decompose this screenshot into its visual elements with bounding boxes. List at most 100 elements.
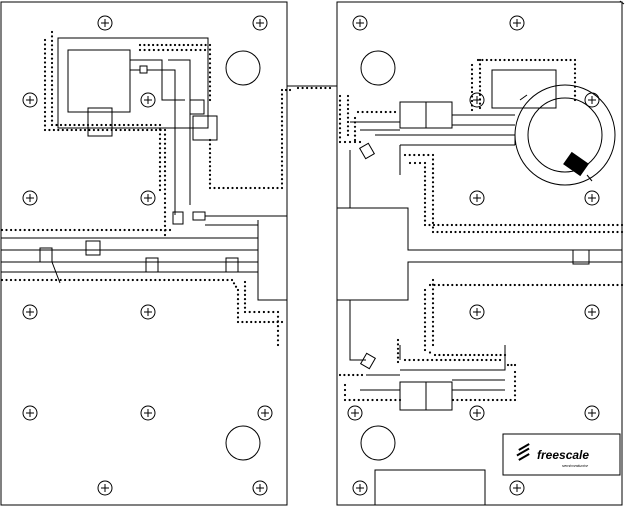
via-dot-icon: [146, 128, 149, 132]
via-dot-icon: [230, 278, 234, 282]
via-dot-icon: [276, 320, 280, 323]
via-dot-icon: [531, 223, 534, 227]
via-dot-icon: [431, 339, 435, 342]
via-dot-icon: [87, 228, 90, 232]
via-dot-icon: [91, 278, 94, 282]
via-dot-icon: [357, 398, 360, 402]
via-dot-icon: [234, 285, 238, 288]
via-dot-icon: [155, 228, 158, 232]
via-dot-icon: [119, 228, 122, 232]
via-dot-icon: [208, 66, 212, 69]
via-dot-icon: [440, 358, 443, 362]
via-dot-icon: [158, 175, 162, 178]
via-dot-icon: [105, 228, 108, 232]
via-dot-icon: [526, 230, 529, 234]
via-dot-icon: [280, 182, 284, 185]
via-dot-icon: [557, 230, 561, 234]
via-dot-icon: [371, 398, 374, 402]
via-dot-icon: [423, 210, 427, 213]
via-dot-icon: [280, 120, 284, 123]
via-dot-icon: [50, 106, 54, 109]
via-dot-icon: [441, 223, 444, 227]
via-dot-icon: [169, 43, 172, 47]
via-dot-icon: [573, 76, 577, 79]
via-dot-icon: [280, 142, 284, 145]
via-dot-icon: [97, 128, 100, 132]
via-dot-icon: [473, 353, 476, 357]
via-dot-icon: [190, 48, 193, 52]
logo-tagline-text: semiconductor: [562, 463, 589, 468]
via-dot-icon: [280, 88, 284, 92]
via-dot-icon: [208, 160, 212, 163]
via-dot-icon: [353, 121, 357, 124]
via-dot-icon: [423, 325, 427, 328]
via-dot-icon: [343, 373, 346, 377]
via-dot-icon: [96, 228, 99, 232]
via-dot-icon: [262, 310, 265, 314]
via-dot-icon: [122, 278, 125, 282]
via-dot-icon: [137, 228, 140, 232]
via-dot-icon: [602, 230, 606, 234]
via-dot-icon: [82, 123, 85, 127]
via-dot-icon: [50, 66, 54, 69]
via-dot-icon: [243, 293, 247, 296]
via-dot-icon: [513, 384, 517, 388]
via-dot-icon: [464, 283, 467, 287]
via-dot-icon: [280, 106, 284, 109]
via-dot-icon: [187, 43, 190, 47]
via-dot-icon: [100, 123, 103, 127]
via-dot-icon: [208, 53, 212, 56]
via-dot-icon: [143, 43, 146, 47]
via-dot-icon: [478, 106, 482, 110]
via-dot-icon: [138, 48, 142, 52]
via-dot-icon: [338, 122, 342, 125]
via-dot-icon: [567, 283, 570, 287]
via-dot-icon: [437, 223, 440, 227]
via-dot-icon: [163, 160, 167, 164]
via-dot-icon: [127, 123, 130, 127]
via-dot-icon: [573, 58, 577, 62]
mounting-hole-icon: [140, 304, 156, 320]
via-dot-icon: [127, 278, 130, 282]
via-dot-icon: [540, 283, 543, 287]
via-dot-icon: [426, 358, 429, 362]
via-dot-icon: [59, 228, 63, 232]
via-dot-icon: [5, 228, 8, 232]
via-dot-icon: [68, 278, 71, 282]
via-dot-icon: [59, 278, 62, 282]
via-dot-icon: [315, 86, 318, 90]
via-dot-icon: [423, 166, 427, 169]
via-dot-icon: [346, 99, 350, 102]
via-dot-icon: [280, 155, 284, 158]
via-dot-icon: [562, 223, 565, 227]
via-dot-icon: [504, 223, 507, 227]
via-dot-icon: [236, 320, 240, 324]
via-dot-icon: [141, 228, 144, 232]
via-dot-icon: [248, 310, 251, 314]
via-dot-icon: [423, 184, 427, 187]
via-dot-icon: [280, 146, 284, 149]
via-dot-icon: [423, 288, 427, 292]
right-lower-block: [359, 249, 590, 506]
mounting-hole-icon: [584, 405, 600, 421]
via-dot-icon: [346, 103, 350, 106]
via-dot-icon: [436, 230, 439, 234]
via-dot-icon: [427, 153, 430, 157]
via-dot-icon: [513, 375, 517, 378]
mounting-hole-icon: [97, 15, 113, 31]
via-dot-icon: [50, 88, 54, 91]
via-dot-icon: [280, 320, 284, 324]
via-dot-icon: [143, 48, 146, 52]
via-dot-icon: [403, 358, 407, 362]
via-dot-icon: [267, 320, 270, 324]
via-dot-icon: [199, 278, 202, 282]
via-dot-icon: [620, 283, 624, 287]
via-dot-icon: [346, 129, 350, 132]
via-dot-icon: [243, 285, 247, 288]
via-dot-icon: [66, 128, 69, 132]
via-dot-icon: [470, 63, 474, 67]
via-dot-icon: [585, 283, 588, 287]
via-dot-icon: [48, 128, 51, 132]
mounting-hole-icon: [22, 190, 38, 206]
via-dot-icon: [346, 116, 350, 119]
